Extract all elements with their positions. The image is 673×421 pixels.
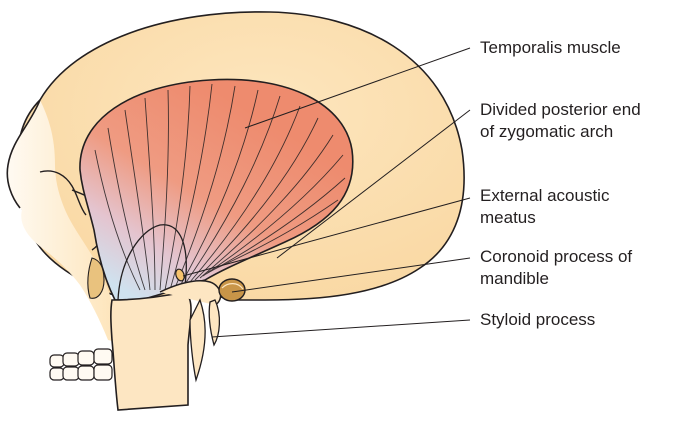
styloid-process-2: [209, 300, 219, 345]
label-zygomatic-line-2: of zygomatic arch: [480, 121, 641, 143]
upper-teeth: [50, 349, 112, 380]
coronoid-knob: [219, 279, 245, 301]
label-temporalis-line-1: Temporalis muscle: [480, 37, 621, 59]
label-coronoid-line-1: Coronoid process of: [480, 246, 632, 268]
label-acoustic-line-1: External acoustic: [480, 185, 609, 207]
label-zygomatic-line-1: Divided posterior end: [480, 99, 641, 121]
styloid-process: [190, 300, 205, 380]
label-acoustic-line-2: meatus: [480, 207, 609, 229]
label-acoustic: External acoustic meatus: [480, 185, 609, 229]
label-styloid-line-1: Styloid process: [480, 309, 595, 331]
leader-styloid: [212, 320, 470, 337]
label-coronoid-line-2: mandible: [480, 268, 632, 290]
label-coronoid: Coronoid process of mandible: [480, 246, 632, 290]
label-temporalis: Temporalis muscle: [480, 37, 621, 59]
mandible-ramus: [111, 292, 191, 410]
label-styloid: Styloid process: [480, 309, 595, 331]
label-zygomatic: Divided posterior end of zygomatic arch: [480, 99, 641, 143]
